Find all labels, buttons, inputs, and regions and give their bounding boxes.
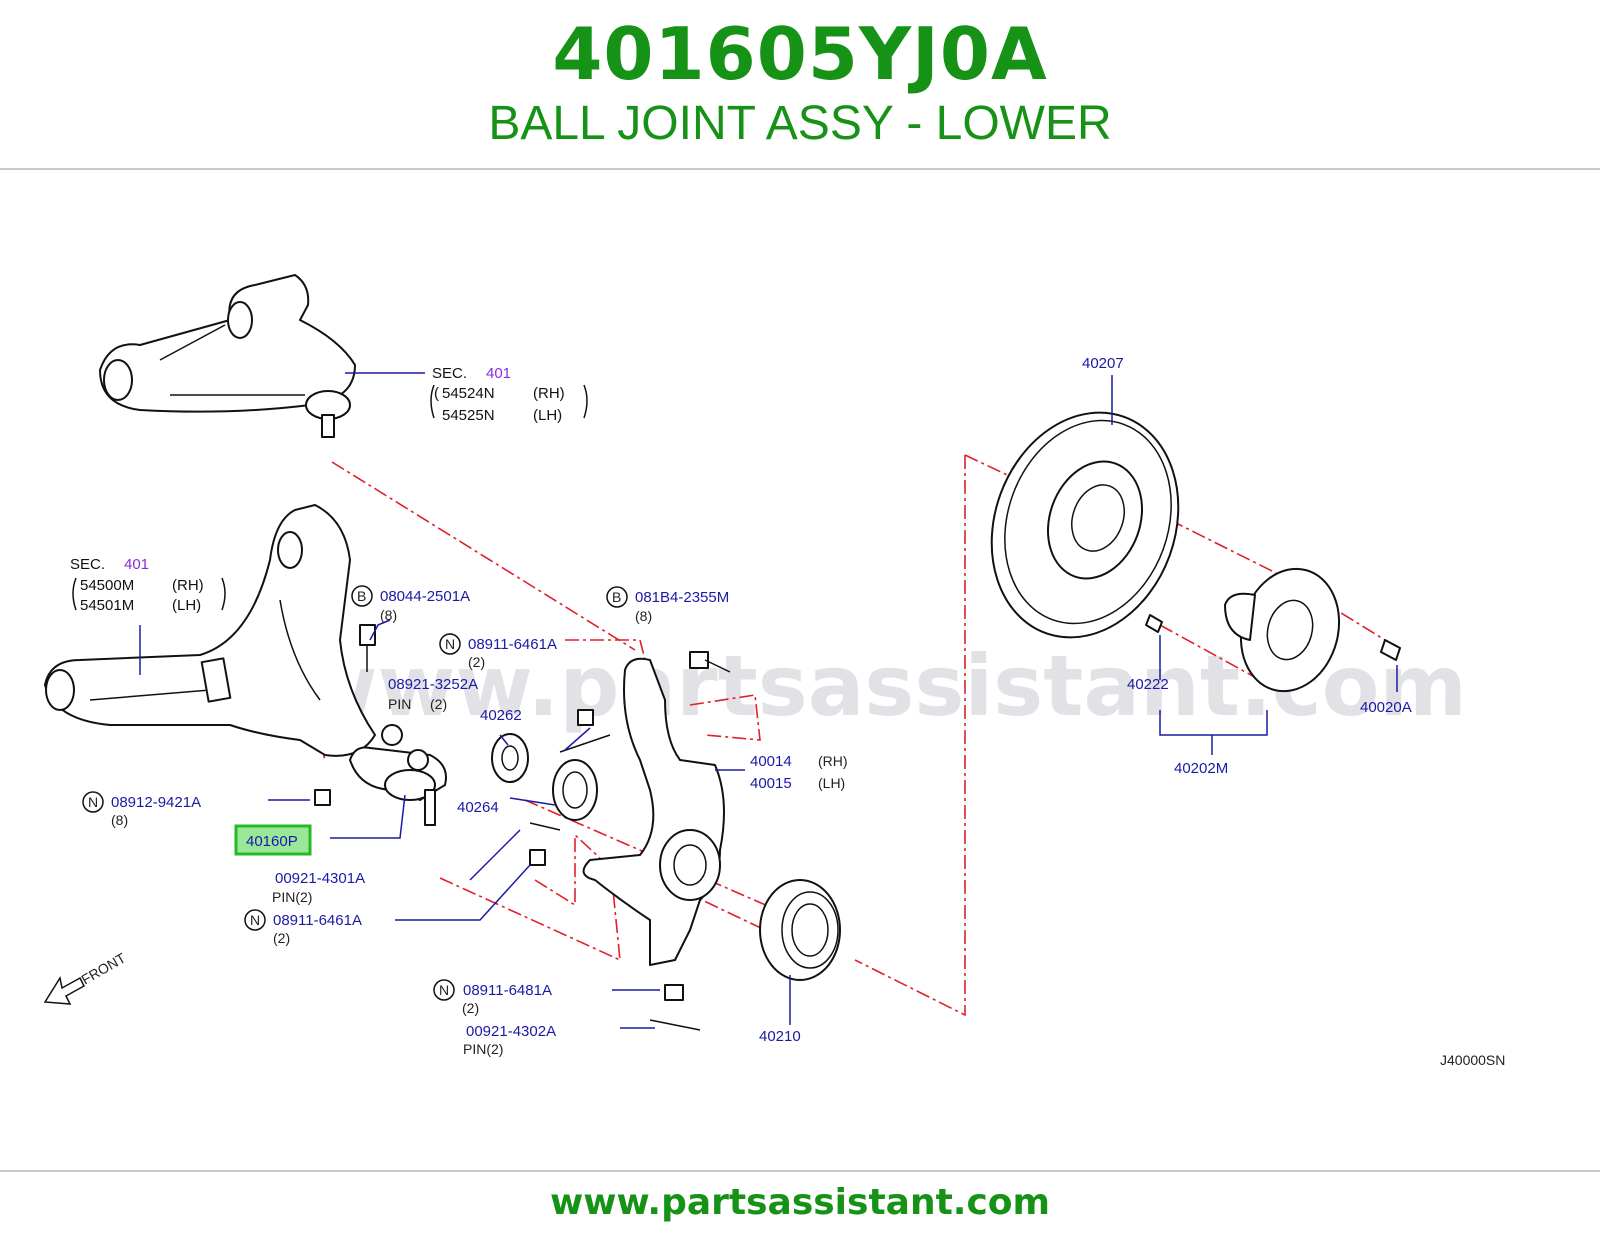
part-number-title: 401605YJ0A bbox=[552, 12, 1048, 96]
svg-text:SEC.: SEC. bbox=[432, 365, 467, 382]
svg-text:54524N: 54524N bbox=[442, 385, 495, 402]
callout-40207[interactable]: 40207 bbox=[1082, 355, 1124, 372]
lower-control-arm bbox=[44, 504, 376, 757]
callout-08912-9421a[interactable]: N 08912-9421A (8) bbox=[82, 791, 201, 828]
svg-text:54501M: 54501M bbox=[80, 597, 134, 614]
svg-text:00921-4302A: 00921-4302A bbox=[466, 1023, 556, 1040]
callout-40210[interactable]: 40210 bbox=[759, 1028, 801, 1045]
svg-text:PIN(2): PIN(2) bbox=[463, 1041, 503, 1057]
svg-text:(8): (8) bbox=[380, 607, 397, 623]
callout-40222[interactable]: 40222 bbox=[1127, 676, 1169, 693]
svg-text:(2): (2) bbox=[462, 1000, 479, 1016]
badge-b-icon: B bbox=[612, 589, 621, 605]
badge-n-icon: N bbox=[439, 982, 449, 998]
svg-text:(2): (2) bbox=[468, 654, 485, 670]
svg-text:08912-9421A: 08912-9421A bbox=[111, 794, 201, 811]
svg-text:401: 401 bbox=[486, 365, 511, 382]
part-name-subtitle: BALL JOINT ASSY - LOWER bbox=[488, 97, 1112, 150]
ball-joint-lower bbox=[349, 724, 447, 826]
svg-text:08921-3252A: 08921-3252A bbox=[388, 676, 478, 693]
header-divider bbox=[0, 168, 1600, 170]
svg-text:40160P: 40160P bbox=[246, 833, 298, 850]
svg-text:40222: 40222 bbox=[1127, 676, 1169, 693]
svg-text:40015: 40015 bbox=[750, 775, 792, 792]
callout-08911-6481a[interactable]: N 08911-6481A (2) bbox=[433, 979, 552, 1016]
svg-text:40207: 40207 bbox=[1082, 355, 1124, 372]
callout-08921-3252a[interactable]: 08921-3252A PIN (2) bbox=[388, 676, 478, 712]
badge-n-icon: N bbox=[250, 912, 260, 928]
callout-40160p-highlighted[interactable]: 40160P bbox=[234, 824, 312, 856]
svg-text:00921-4301A: 00921-4301A bbox=[275, 870, 365, 887]
svg-text:(8): (8) bbox=[111, 812, 128, 828]
svg-text:(RH): (RH) bbox=[172, 577, 204, 594]
callout-08911-6461a-bottom[interactable]: N 08911-6461A (2) bbox=[244, 909, 362, 946]
diagram-code: J40000SN bbox=[1440, 1052, 1505, 1068]
svg-text:(RH): (RH) bbox=[818, 753, 848, 769]
svg-text:PIN(2): PIN(2) bbox=[272, 889, 312, 905]
svg-text:08911-6461A: 08911-6461A bbox=[273, 912, 362, 929]
callout-40262[interactable]: 40262 bbox=[480, 707, 522, 724]
svg-text:(2): (2) bbox=[273, 930, 290, 946]
callout-00921-4302a[interactable]: 00921-4302A PIN(2) bbox=[463, 1023, 556, 1057]
callout-08044-2501a[interactable]: B 08044-2501A (8) bbox=[351, 585, 470, 623]
svg-text:40264: 40264 bbox=[457, 799, 499, 816]
svg-text:PIN: PIN bbox=[388, 696, 411, 712]
svg-text:40262: 40262 bbox=[480, 707, 522, 724]
svg-text:(8): (8) bbox=[635, 608, 652, 624]
callout-40014-40015[interactable]: 40014 (RH) 40015 (LH) bbox=[750, 753, 848, 792]
callout-08911-6461a-top[interactable]: N 08911-6461A (2) bbox=[439, 633, 557, 670]
svg-text:40014: 40014 bbox=[750, 753, 792, 770]
svg-text:40020A: 40020A bbox=[1360, 699, 1412, 716]
svg-text:08911-6461A: 08911-6461A bbox=[468, 636, 557, 653]
svg-text:(2): (2) bbox=[430, 696, 447, 712]
leader-lines bbox=[139, 372, 1398, 1029]
svg-text:401: 401 bbox=[124, 556, 149, 573]
svg-text:54525N: 54525N bbox=[442, 407, 495, 424]
footer-divider bbox=[0, 1170, 1600, 1172]
washers bbox=[491, 733, 598, 821]
svg-text:SEC.: SEC. bbox=[70, 556, 105, 573]
svg-text:40210: 40210 bbox=[759, 1028, 801, 1045]
callout-40020a[interactable]: 40020A bbox=[1360, 699, 1412, 716]
callout-40202m[interactable]: 40202M bbox=[1174, 760, 1228, 777]
badge-n-icon: N bbox=[88, 794, 98, 810]
callout-081b4-2355m[interactable]: B 081B4-2355M (8) bbox=[606, 586, 729, 624]
front-direction-arrow: FRONT bbox=[43, 949, 129, 1005]
wheel-hub bbox=[1224, 567, 1341, 693]
svg-text:081B4-2355M: 081B4-2355M bbox=[635, 589, 729, 606]
badge-b-icon: B bbox=[357, 588, 366, 604]
upper-control-arm bbox=[99, 274, 356, 438]
bolts-and-nuts bbox=[314, 614, 1401, 1031]
hub-bearing bbox=[759, 879, 841, 981]
steering-knuckle bbox=[582, 657, 725, 966]
brake-rotor bbox=[990, 411, 1180, 639]
upper-arm-callout: SEC. 401 ( 54524N (RH) 54525N (LH) bbox=[430, 365, 588, 424]
lower-arm-callout: SEC. 401 54500M (RH) 54501M (LH) bbox=[70, 556, 226, 614]
footer-url[interactable]: www.partsassistant.com bbox=[549, 1182, 1051, 1223]
callout-00921-4301a[interactable]: 00921-4301A PIN(2) bbox=[272, 870, 365, 905]
svg-text:(: ( bbox=[434, 385, 439, 402]
svg-text:40202M: 40202M bbox=[1174, 760, 1228, 777]
svg-text:(LH): (LH) bbox=[818, 775, 845, 791]
svg-text:08044-2501A: 08044-2501A bbox=[380, 588, 470, 605]
svg-text:08911-6481A: 08911-6481A bbox=[463, 982, 552, 999]
svg-text:(RH): (RH) bbox=[533, 385, 565, 402]
badge-n-icon: N bbox=[445, 636, 455, 652]
front-label: FRONT bbox=[79, 949, 129, 987]
page-header: 401605YJ0A BALL JOINT ASSY - LOWER bbox=[0, 0, 1600, 168]
svg-text:54500M: 54500M bbox=[80, 577, 134, 594]
callout-40264[interactable]: 40264 bbox=[457, 799, 499, 816]
svg-text:(LH): (LH) bbox=[533, 407, 562, 424]
svg-text:(LH): (LH) bbox=[172, 597, 201, 614]
